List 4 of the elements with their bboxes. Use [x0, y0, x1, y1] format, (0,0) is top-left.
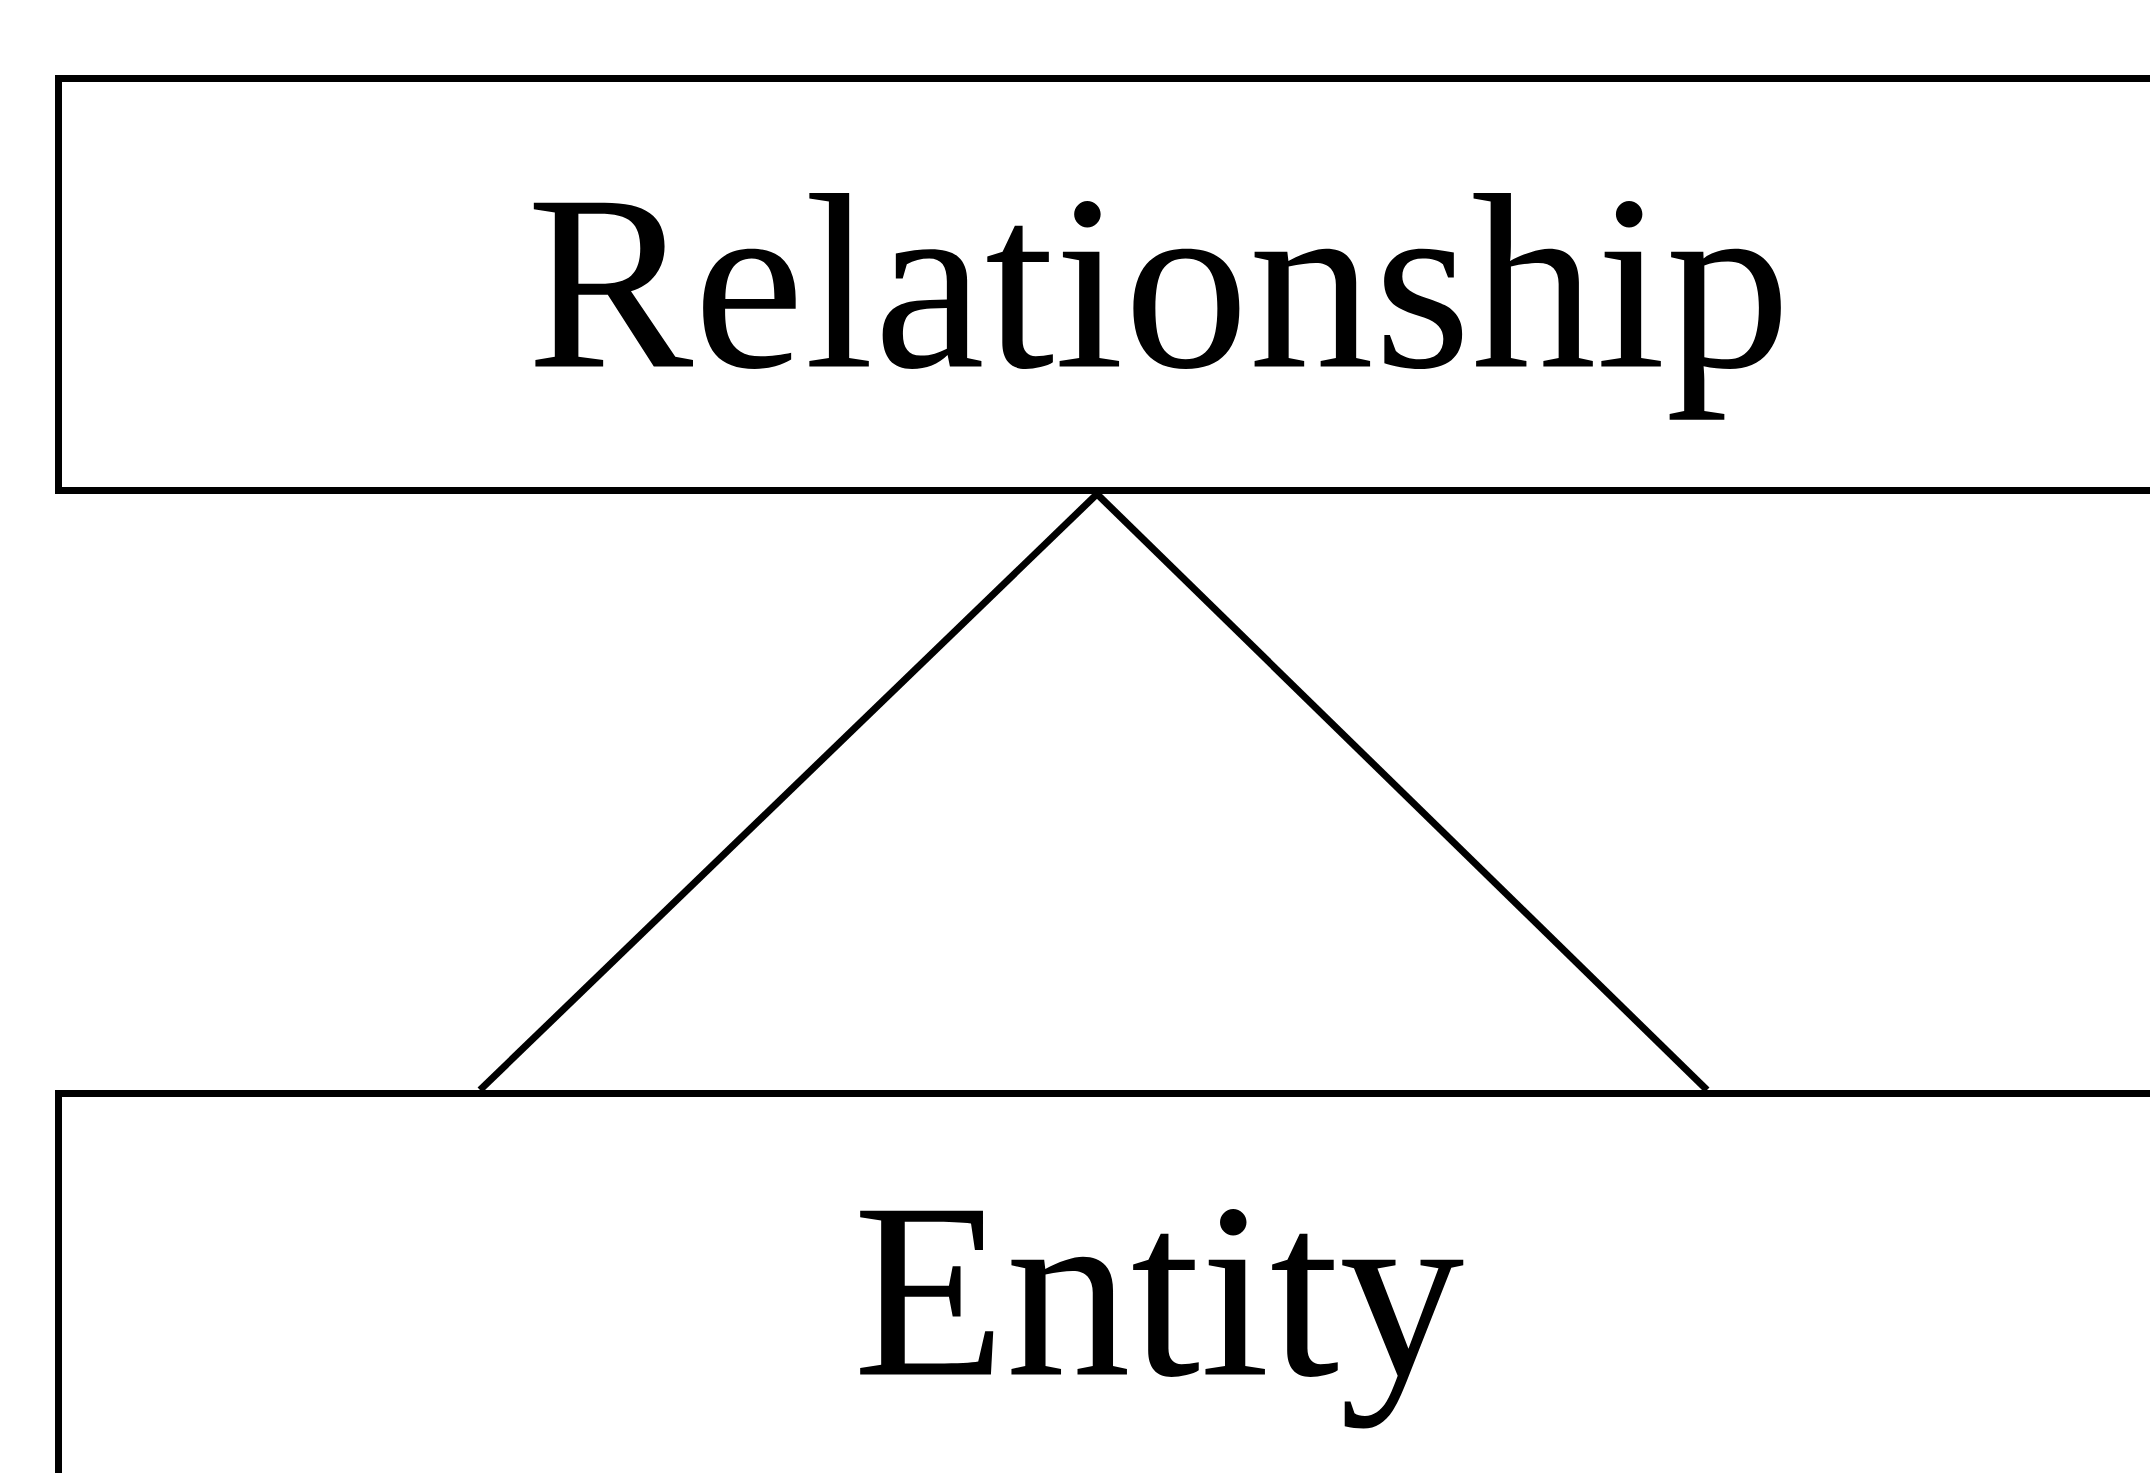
connector-line: [1094, 491, 1710, 1093]
entity-box: Entity: [55, 1090, 2150, 1473]
entity-box: Relationship: [55, 75, 2150, 494]
connector-line: [477, 491, 1100, 1093]
